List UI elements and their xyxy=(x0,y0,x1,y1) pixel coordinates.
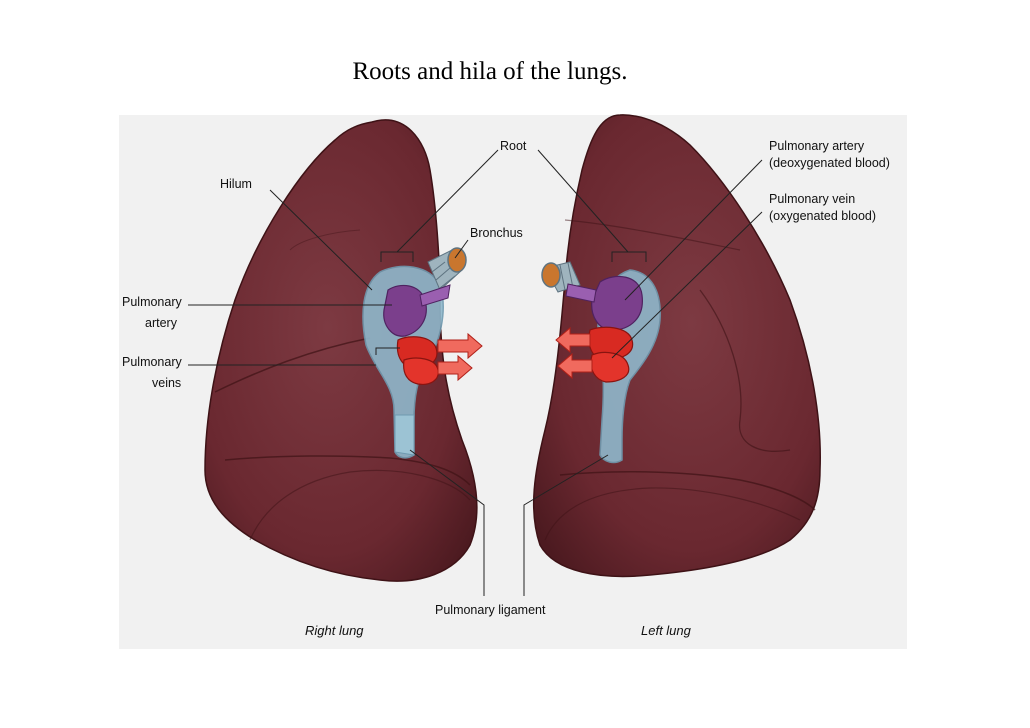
left-pulmonary-vein xyxy=(555,326,634,383)
label-pulmonary-artery-line1: Pulmonary xyxy=(122,295,182,309)
left-pulmonary-artery xyxy=(565,275,643,331)
label-bronchus: Bronchus xyxy=(470,226,523,240)
label-pulmonary-artery-line2: artery xyxy=(145,316,178,330)
caption-left-lung: Left lung xyxy=(641,623,692,638)
leader-lines xyxy=(188,149,763,596)
right-lung xyxy=(204,119,478,582)
label-pulmonary-veins-line1: Pulmonary xyxy=(122,355,182,369)
right-bronchus xyxy=(427,247,467,291)
label-pulmonary-vein-right-line1: Pulmonary vein xyxy=(769,192,855,206)
label-pulmonary-artery-right-line2: (deoxygenated blood) xyxy=(769,156,890,170)
veins-bracket xyxy=(375,347,400,355)
label-pulmonary-vein-right-line2: (oxygenated blood) xyxy=(769,209,876,223)
label-pulmonary-ligament: Pulmonary ligament xyxy=(435,603,546,617)
label-hilum: Hilum xyxy=(220,177,252,191)
left-root-bracket xyxy=(611,251,647,262)
right-pulmonary-veins xyxy=(396,332,483,385)
figure-title: Roots and hila of the lungs. xyxy=(352,58,628,85)
label-pulmonary-veins-line2: veins xyxy=(152,376,181,390)
caption-right-lung: Right lung xyxy=(305,623,364,638)
label-pulmonary-artery-right-line1: Pulmonary artery xyxy=(769,139,865,153)
right-pulmonary-artery xyxy=(383,284,451,337)
label-root: Root xyxy=(500,139,527,153)
